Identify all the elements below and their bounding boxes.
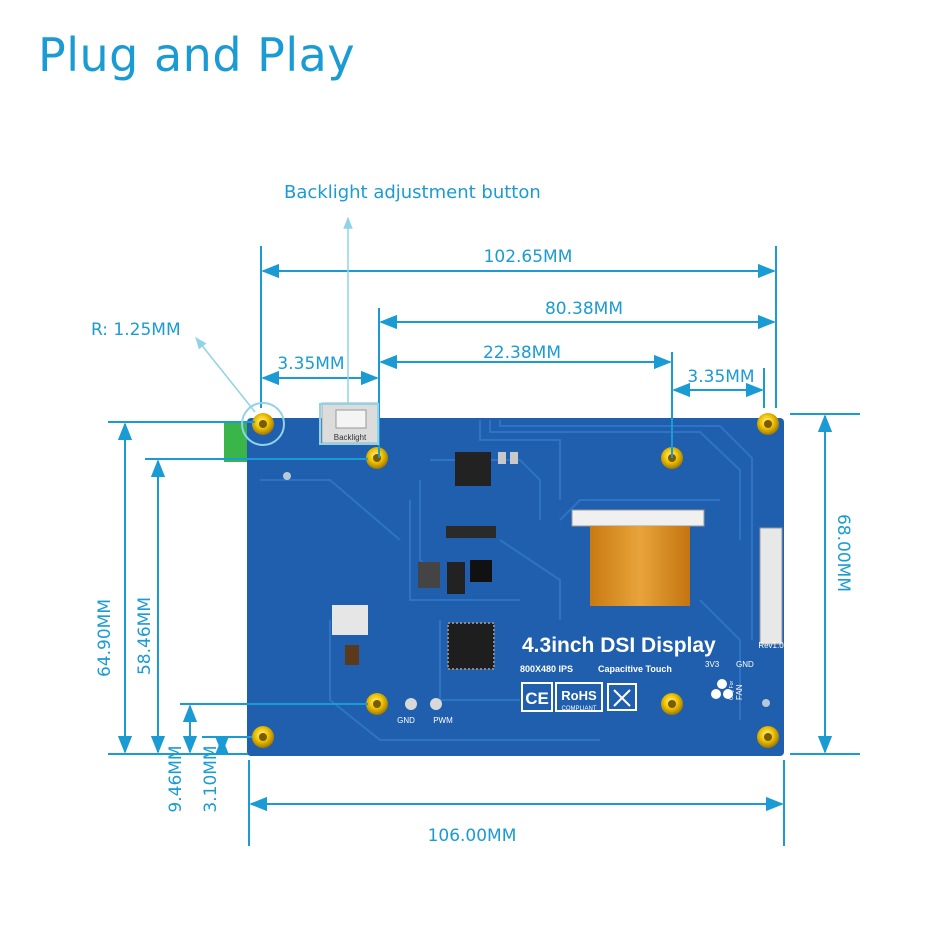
dim-top-width: 102.65MM (484, 247, 573, 267)
fan-note: Only For (729, 680, 735, 700)
ce-mark-box (521, 682, 553, 712)
fpc-connector-small (332, 605, 368, 635)
dim-left-offset: 3.35MM (277, 354, 344, 374)
touch-label: Capacitive Touch (598, 664, 672, 674)
pwm-pad (430, 698, 442, 710)
ce-mark: CE (525, 689, 549, 708)
page-title: Plug and Play (38, 28, 356, 82)
inductor (418, 562, 440, 588)
ribbon-connector (571, 509, 705, 527)
pin-3v3-label: 3V3 (705, 660, 720, 669)
gnd-label: GND (397, 716, 415, 725)
transistor (470, 560, 492, 582)
resolution-label: 800X480 IPS (520, 664, 573, 674)
callout-leaders (195, 216, 379, 446)
dim-left-height-inner: 58.46MM (135, 597, 155, 675)
radius-callout: R: 1.25MM (91, 320, 181, 340)
dim-right-height: 68.00MM (833, 514, 853, 592)
main-chip (447, 622, 495, 670)
via-hole (283, 472, 291, 480)
pin-gnd-label: GND (736, 660, 754, 669)
chip-small (455, 452, 491, 486)
fan-label: FAN (735, 684, 744, 700)
dim-right-offset: 3.35MM (687, 367, 754, 387)
via-hole (762, 699, 770, 707)
dim-bottom-width: 106.00MM (428, 826, 517, 846)
small-component (345, 645, 359, 665)
dim-hole-span: 80.38MM (545, 299, 623, 319)
side-connector (759, 527, 783, 645)
pcb-board: Backlight Rev1.0 4.3inch DSI Display 800… (224, 402, 784, 756)
resistor-array (446, 526, 496, 538)
dimension-lines (108, 246, 860, 846)
backlight-button: Backlight (321, 402, 379, 444)
resistor (510, 452, 518, 464)
weee-icon (607, 683, 637, 711)
backlight-callout: Backlight adjustment button (284, 182, 541, 203)
pcb-surface (247, 418, 784, 756)
ribbon-cable (590, 526, 690, 606)
fan-icon (711, 679, 733, 699)
gnd-pad (405, 698, 417, 710)
dim-left-height-outer: 64.90MM (95, 599, 115, 677)
pwm-label: PWM (433, 716, 453, 725)
dim-bottom-offset-1: 9.46MM (166, 745, 186, 812)
rev-label: Rev1.0 (758, 641, 784, 650)
rohs-sub: COMPLIANT (561, 706, 596, 712)
standoffs (252, 413, 779, 748)
dim-bottom-offset-2: 3.10MM (201, 745, 221, 812)
product-name: 4.3inch DSI Display (522, 634, 716, 657)
rohs-box (555, 682, 603, 712)
regulator (447, 562, 465, 594)
resistor (498, 452, 506, 464)
rohs-mark: RoHS (561, 688, 597, 703)
dim-inner-span: 22.38MM (483, 343, 561, 363)
display-edge (224, 422, 248, 462)
backlight-silk-label: Backlight (334, 433, 367, 442)
